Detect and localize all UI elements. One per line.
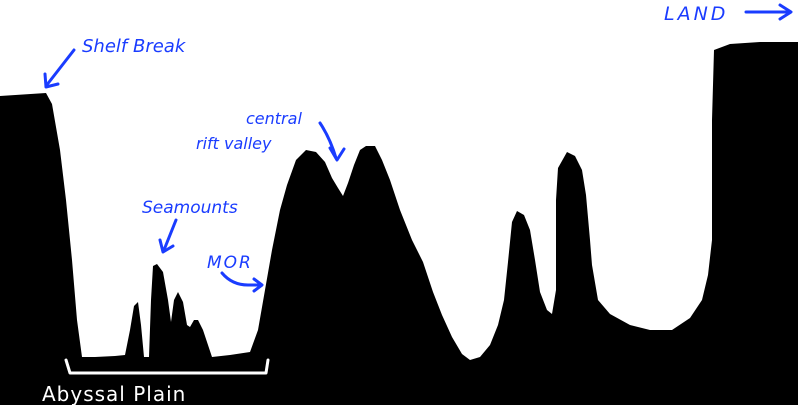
- seafloor-profile: [0, 42, 798, 405]
- land-arrow-icon: [744, 3, 793, 21]
- mor-arrow-icon: [220, 271, 264, 293]
- abyssal-plain-bracket: [64, 358, 270, 375]
- seamounts-arrow-icon: [158, 218, 178, 254]
- seamounts-label: Seamounts: [142, 198, 238, 218]
- shelf-break-label: Shelf Break: [82, 36, 187, 57]
- central-rift-label-line1: central: [246, 109, 302, 128]
- mor-label: MOR: [207, 253, 253, 273]
- central-rift-label-line2: rift valley: [196, 134, 272, 153]
- rift-valley-arrow-icon: [318, 121, 346, 162]
- land-label: LAND: [664, 3, 728, 25]
- abyssal-plain-label: Abyssal Plain: [42, 382, 186, 405]
- shelf-break-arrow-icon: [43, 48, 76, 89]
